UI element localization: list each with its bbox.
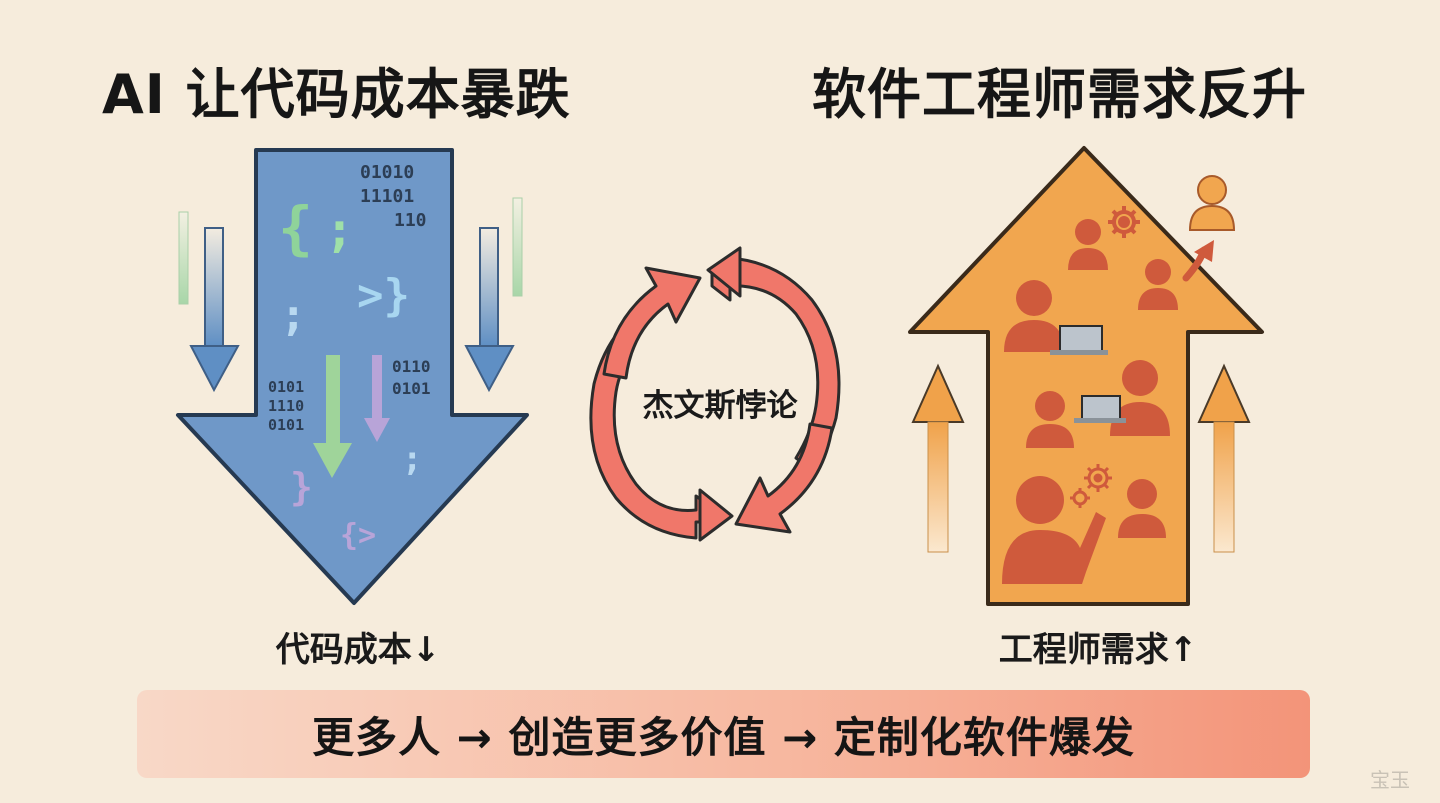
binary-mid-left-1: 0101 bbox=[268, 378, 304, 396]
laptop-icon bbox=[1050, 325, 1108, 355]
laptop-icon bbox=[1074, 395, 1126, 423]
gear-icon bbox=[1070, 488, 1090, 508]
gear-icon bbox=[1108, 206, 1140, 238]
inner-purple-arrow bbox=[364, 355, 390, 442]
person-icon bbox=[1118, 479, 1166, 538]
demand-up-arrow bbox=[908, 146, 1264, 606]
binary-mid-left-3: 0101 bbox=[268, 416, 304, 434]
gt-brace-glyph: >} bbox=[357, 270, 410, 321]
person-icon bbox=[1026, 391, 1074, 448]
binary-mid-right-1: 0110 bbox=[392, 357, 431, 376]
tag-glyph: {> bbox=[340, 518, 376, 553]
code-glyphs: 01010 11101 110 0110 0101 0101 1110 0101… bbox=[268, 162, 431, 553]
left-caption: 代码成本↓ bbox=[275, 630, 441, 670]
engineer-people bbox=[1002, 219, 1178, 584]
semicolon-glyph-1: ; bbox=[325, 202, 354, 258]
binary-top-1: 01010 bbox=[360, 162, 414, 183]
binary-top-3: 110 bbox=[394, 210, 427, 231]
person-icon bbox=[1110, 360, 1170, 436]
person-icon bbox=[1138, 259, 1178, 310]
banner-text: 更多人 → 创造更多价值 → 定制化软件爆发 bbox=[312, 712, 1135, 762]
inner-green-arrow bbox=[313, 355, 352, 478]
cycle-arrows bbox=[589, 246, 841, 542]
small-down-arrow-left bbox=[178, 211, 240, 393]
presenter-person-icon bbox=[1002, 476, 1106, 584]
small-down-arrow-right bbox=[464, 197, 523, 393]
left-title: AI 让代码成本暴跌 bbox=[102, 63, 571, 126]
right-title: 软件工程师需求反升 bbox=[812, 63, 1307, 126]
curved-up-arrow-icon bbox=[1182, 240, 1214, 282]
small-up-arrow-left bbox=[911, 363, 965, 553]
binary-top-2: 11101 bbox=[360, 186, 414, 207]
small-up-arrow-right bbox=[1197, 363, 1251, 553]
semicolon-glyph-2: ; bbox=[280, 290, 307, 341]
cost-down-arrow bbox=[176, 148, 529, 605]
brace-open-glyph: { bbox=[278, 194, 313, 262]
center-label: 杰文斯悖论 bbox=[642, 388, 798, 424]
binary-mid-left-2: 1110 bbox=[268, 397, 304, 415]
gear-icon bbox=[1084, 464, 1112, 492]
watermark: 宝玉 bbox=[1370, 768, 1410, 792]
brace-close-glyph: } bbox=[290, 465, 313, 509]
person-icon bbox=[1004, 280, 1064, 352]
conclusion-banner: 更多人 → 创造更多价值 → 定制化软件爆发 bbox=[137, 690, 1310, 778]
semicolon-glyph-3: ; bbox=[402, 439, 422, 479]
rising-person-icon bbox=[1188, 175, 1236, 231]
binary-mid-right-2: 0101 bbox=[392, 379, 431, 398]
person-icon bbox=[1068, 219, 1108, 270]
right-caption: 工程师需求↑ bbox=[998, 630, 1198, 670]
